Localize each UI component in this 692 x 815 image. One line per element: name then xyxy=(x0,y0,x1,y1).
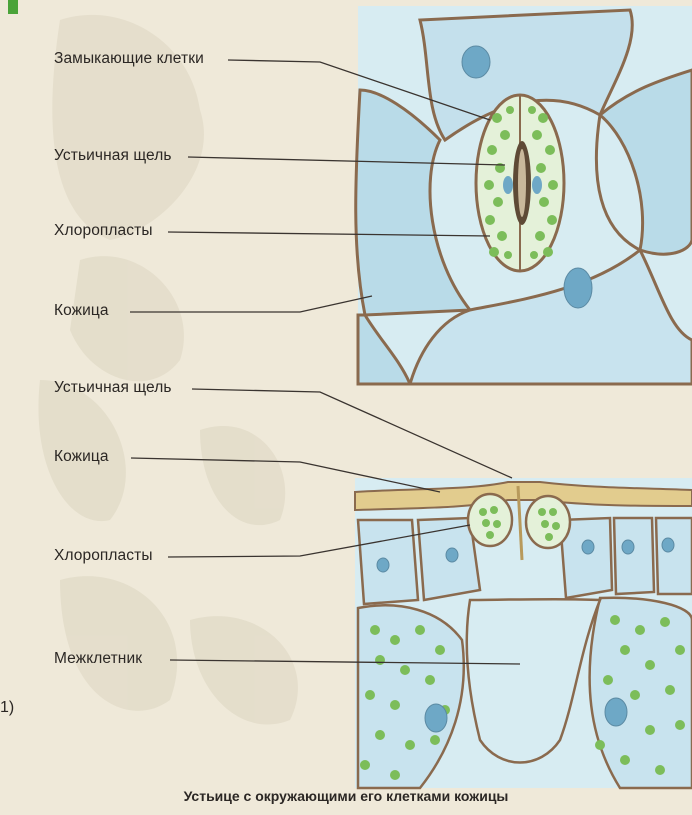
figure-caption: Устьице с окружающими его клетками кожиц… xyxy=(0,788,692,804)
label-chloroplasts-top: Хлоропласты xyxy=(54,222,153,240)
label-epidermis-bottom: Кожица xyxy=(54,448,109,466)
background-leaves xyxy=(38,15,297,725)
label-guard-cells: Замыкающие клетки xyxy=(54,50,204,68)
figure-number: 1) xyxy=(0,699,14,717)
surface-view xyxy=(356,6,692,384)
label-stomatal-pore-top: Устьичная щель xyxy=(54,147,172,165)
label-intercellular-space: Межклетник xyxy=(54,650,142,668)
label-chloroplasts-bottom: Хлоропласты xyxy=(54,547,153,565)
cross-section-view xyxy=(355,478,692,788)
label-stomatal-pore-bottom: Устьичная щель xyxy=(54,379,172,397)
label-epidermis-top: Кожица xyxy=(54,302,109,320)
corner-mark xyxy=(8,0,18,14)
